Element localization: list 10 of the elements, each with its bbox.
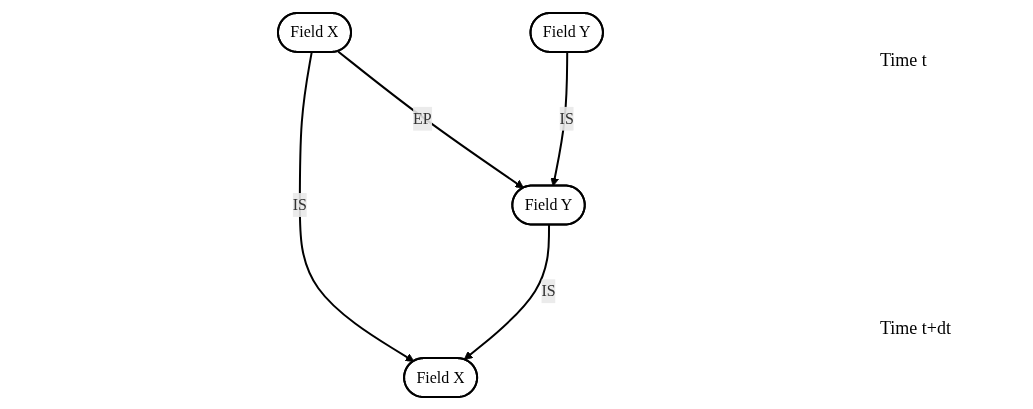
arrow [298,50,414,362]
time-label: Time t+dt [880,318,952,339]
arrow [336,49,524,188]
arrow [463,223,550,360]
edge-label: IS [292,195,307,213]
arrow [549,50,568,186]
time-label: Time t [880,50,928,71]
edge-label: EP [412,109,432,127]
edge-label: IS [559,109,574,127]
edge-label: IS [540,281,556,299]
